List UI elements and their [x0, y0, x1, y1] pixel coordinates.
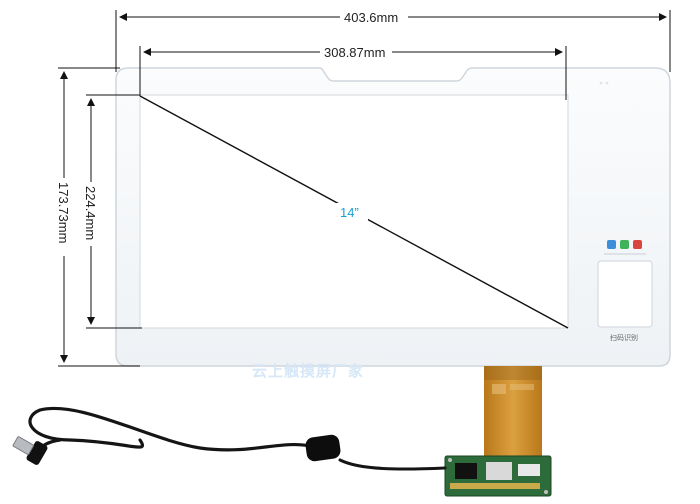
usb-cable	[28, 406, 447, 471]
panel-badge: 扫码识别	[610, 333, 638, 342]
usb-plug	[12, 436, 48, 465]
outer-height-dimension: 173.73mm	[55, 67, 140, 367]
sensor-hole	[605, 81, 609, 85]
touch-panel: 扫码识别	[115, 67, 671, 367]
outer-height-label: 173.73mm	[56, 182, 71, 243]
ferrite-core	[305, 434, 341, 462]
diagonal-label: 14”	[340, 205, 359, 220]
active-height-dimension: 224.4mm	[82, 94, 142, 329]
controller-board	[444, 455, 552, 497]
app-icon-green	[620, 240, 629, 249]
outer-width-dimension: 403.6mm	[115, 8, 671, 72]
active-width-dimension: 308.87mm	[139, 43, 567, 100]
app-icon-red	[633, 240, 642, 249]
app-icon-blue	[607, 240, 616, 249]
scan-window	[597, 260, 653, 328]
fpc-ribbon	[484, 366, 542, 462]
panel-icon-row	[604, 240, 646, 255]
active-width-label: 308.87mm	[324, 45, 385, 60]
active-height-label: 224.4mm	[83, 186, 98, 240]
outer-width-label: 403.6mm	[344, 10, 398, 25]
watermark: 云上触摸屏厂家	[252, 362, 364, 380]
camera-hole	[599, 81, 603, 85]
